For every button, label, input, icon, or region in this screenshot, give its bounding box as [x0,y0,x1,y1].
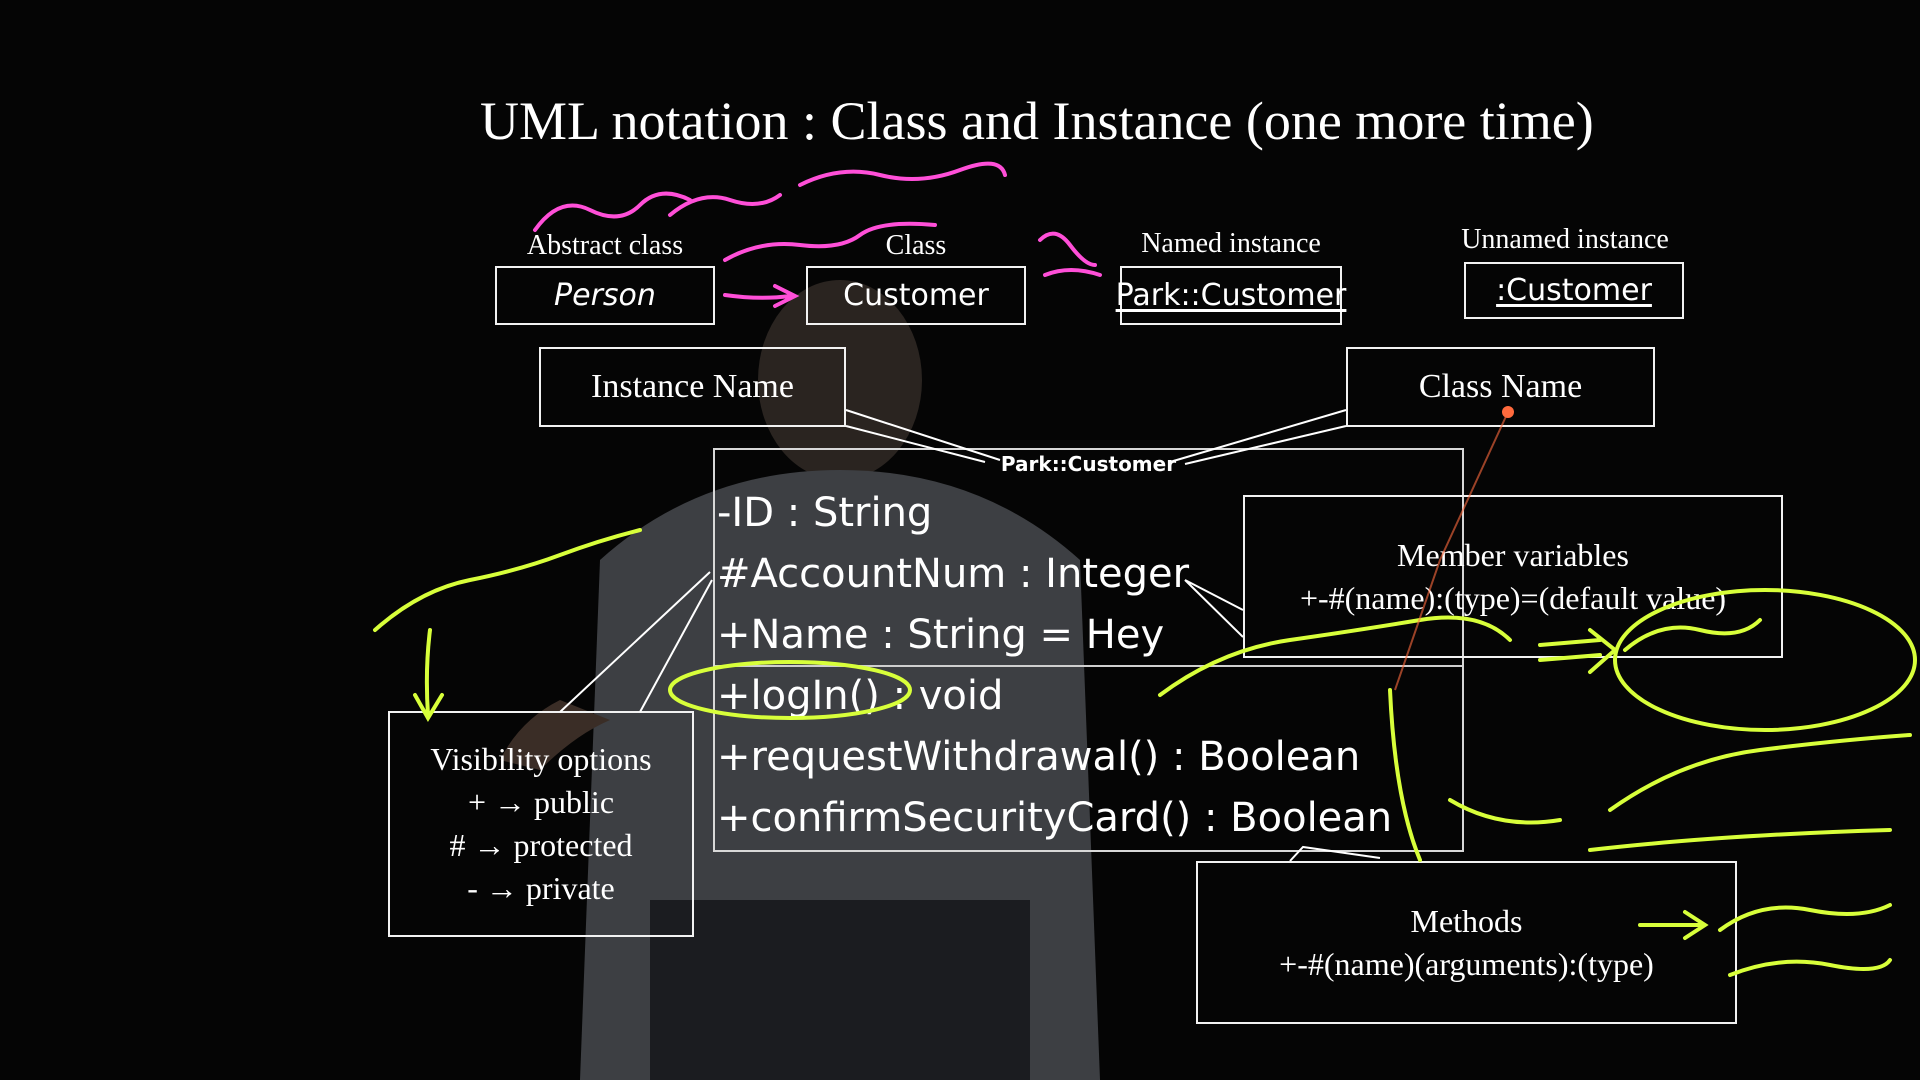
class-name-text: Class Name [1418,368,1583,405]
named-instance-label: Park::Customer [1115,278,1347,313]
class-label: Customer [843,278,989,313]
visibility-public: + → public [467,784,615,820]
unnamed-instance-box: :Customer [1464,262,1684,319]
named-instance-box: Park::Customer [1116,266,1346,325]
unnamed-instance-caption: Unnamed instance [1461,224,1669,255]
visibility-protected: # → protected [449,827,633,863]
abstract-class-caption: Abstract class [526,230,684,261]
methods-title: Methods [1410,902,1523,939]
operation-login: +logIn() : void [717,673,1004,719]
member-variables-title: Member variables [1397,536,1629,573]
class-caption: Class [885,230,947,261]
visibility-title: Visibility options [430,741,652,777]
class-box: Customer [806,266,1026,325]
unnamed-instance-label: :Customer [1496,273,1652,308]
slide-title: UML notation : Class and Instance (one m… [480,91,1594,151]
operation-request-withdrawal: +requestWithdrawal() : Boolean [717,734,1361,780]
methods-format: +-#(name)(arguments):(type) [1279,945,1654,982]
member-variables-box: Member variables +-#(name):(type)=(defau… [1243,495,1783,658]
attribute-account-num: #AccountNum : Integer [717,551,1190,597]
class-divider [715,665,1462,667]
class-name-callout: Class Name [1346,347,1655,427]
visibility-private: - → private [467,870,615,906]
class-diagram-header: Park::Customer [1000,452,1177,476]
operation-confirm-security-card: +confirmSecurityCard() : Boolean [717,795,1393,841]
attribute-id: -ID : String [717,490,933,536]
abstract-class-label: Person [554,278,656,313]
abstract-class-box: Person [495,266,715,325]
named-instance-caption: Named instance [1141,228,1321,259]
member-variables-format: +-#(name):(type)=(default value) [1299,579,1727,616]
methods-box: Methods +-#(name)(arguments):(type) [1196,861,1737,1024]
instance-name-text: Instance Name [591,368,794,405]
instance-name-callout: Instance Name [539,347,846,427]
visibility-options-box: Visibility options + → public # → protec… [388,711,694,937]
attribute-name: +Name : String = Hey [717,612,1165,658]
